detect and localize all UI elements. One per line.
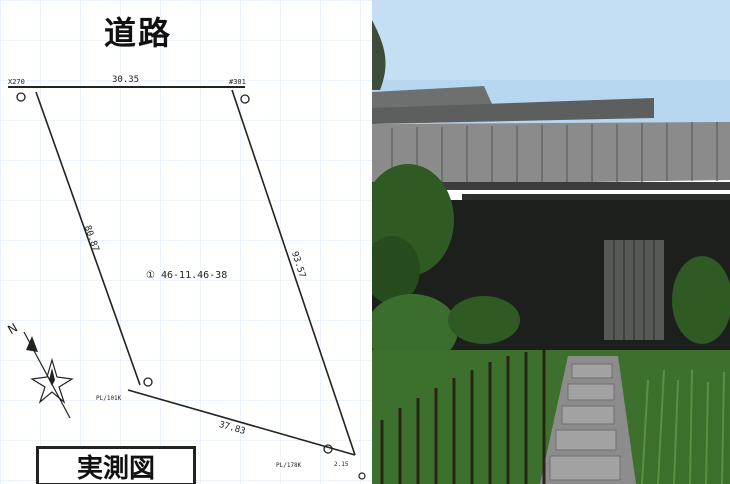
bottom-boundary-line — [127, 389, 356, 456]
bottom-right-small-label: 2.15 — [334, 461, 349, 468]
left-boundary-line — [35, 91, 141, 386]
right-corner-label: #301 — [229, 78, 246, 86]
corner-marker — [240, 94, 250, 104]
survey-panel: 道路 X270 #301 30.35 80.87 93.57 ① 46-11.4… — [0, 0, 372, 484]
bottom-right-marker-label: PL/178K — [276, 462, 302, 469]
corner-marker — [358, 472, 366, 480]
left-length-label: 80.87 — [82, 224, 101, 253]
corner-marker — [143, 377, 153, 387]
corner-marker — [16, 92, 26, 102]
north-compass-icon: N — [5, 320, 74, 419]
compass-letter: N — [5, 320, 20, 337]
house-photo — [372, 0, 730, 484]
corner-marker — [323, 444, 333, 454]
right-boundary-line — [231, 89, 356, 456]
survey-stamp: 実測図 — [36, 446, 196, 484]
survey-diagram: X270 #301 30.35 80.87 93.57 ① 46-11.46-3… — [5, 75, 366, 480]
left-corner-label: X270 — [8, 78, 25, 86]
bottom-left-marker-label: PL/101K — [96, 395, 122, 402]
lot-number-label: ① 46-11.46-38 — [146, 270, 227, 281]
road-title: 道路 — [104, 14, 173, 52]
top-length-label: 30.35 — [112, 75, 139, 85]
house-photo-illustration — [372, 0, 730, 484]
right-length-label: 93.57 — [289, 250, 307, 279]
